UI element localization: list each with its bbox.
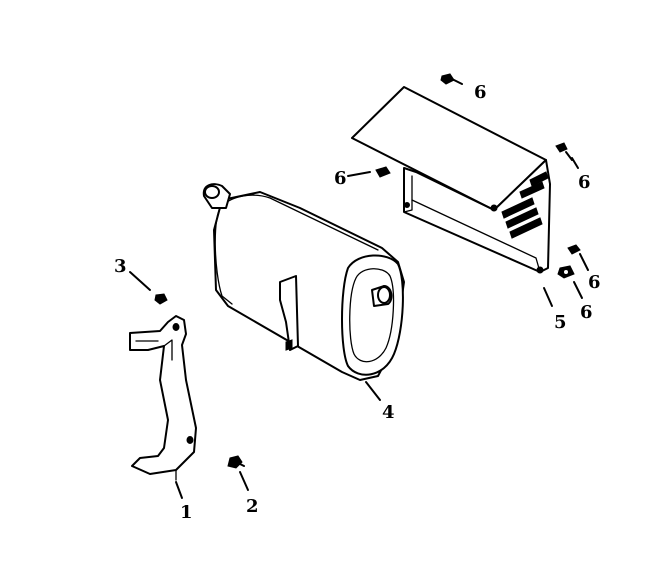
callout-5: 5 [554,312,567,333]
mounting-bracket [129,315,197,481]
bracket-screw [227,455,245,469]
callout-6-top: 6 [474,82,487,103]
callout-3: 3 [114,256,127,277]
callout-1: 1 [180,502,193,523]
muffler [202,183,405,381]
screw-right-lower [567,244,581,255]
screw-top [440,73,463,85]
leader-lines [129,157,589,499]
screw-bottom [557,265,575,279]
callout-6-left: 6 [334,168,347,189]
screw-right-upper [555,142,573,161]
callout-6-right-lower: 6 [588,272,601,293]
callout-4: 4 [382,402,395,423]
callout-6-right-upper: 6 [578,172,591,193]
shield-louvers [501,171,549,239]
bracket-top-screw [154,293,168,305]
heat-shield [351,86,551,274]
callout-2: 2 [246,496,259,517]
callout-6-bottom: 6 [580,302,593,323]
screw-left [375,166,391,178]
